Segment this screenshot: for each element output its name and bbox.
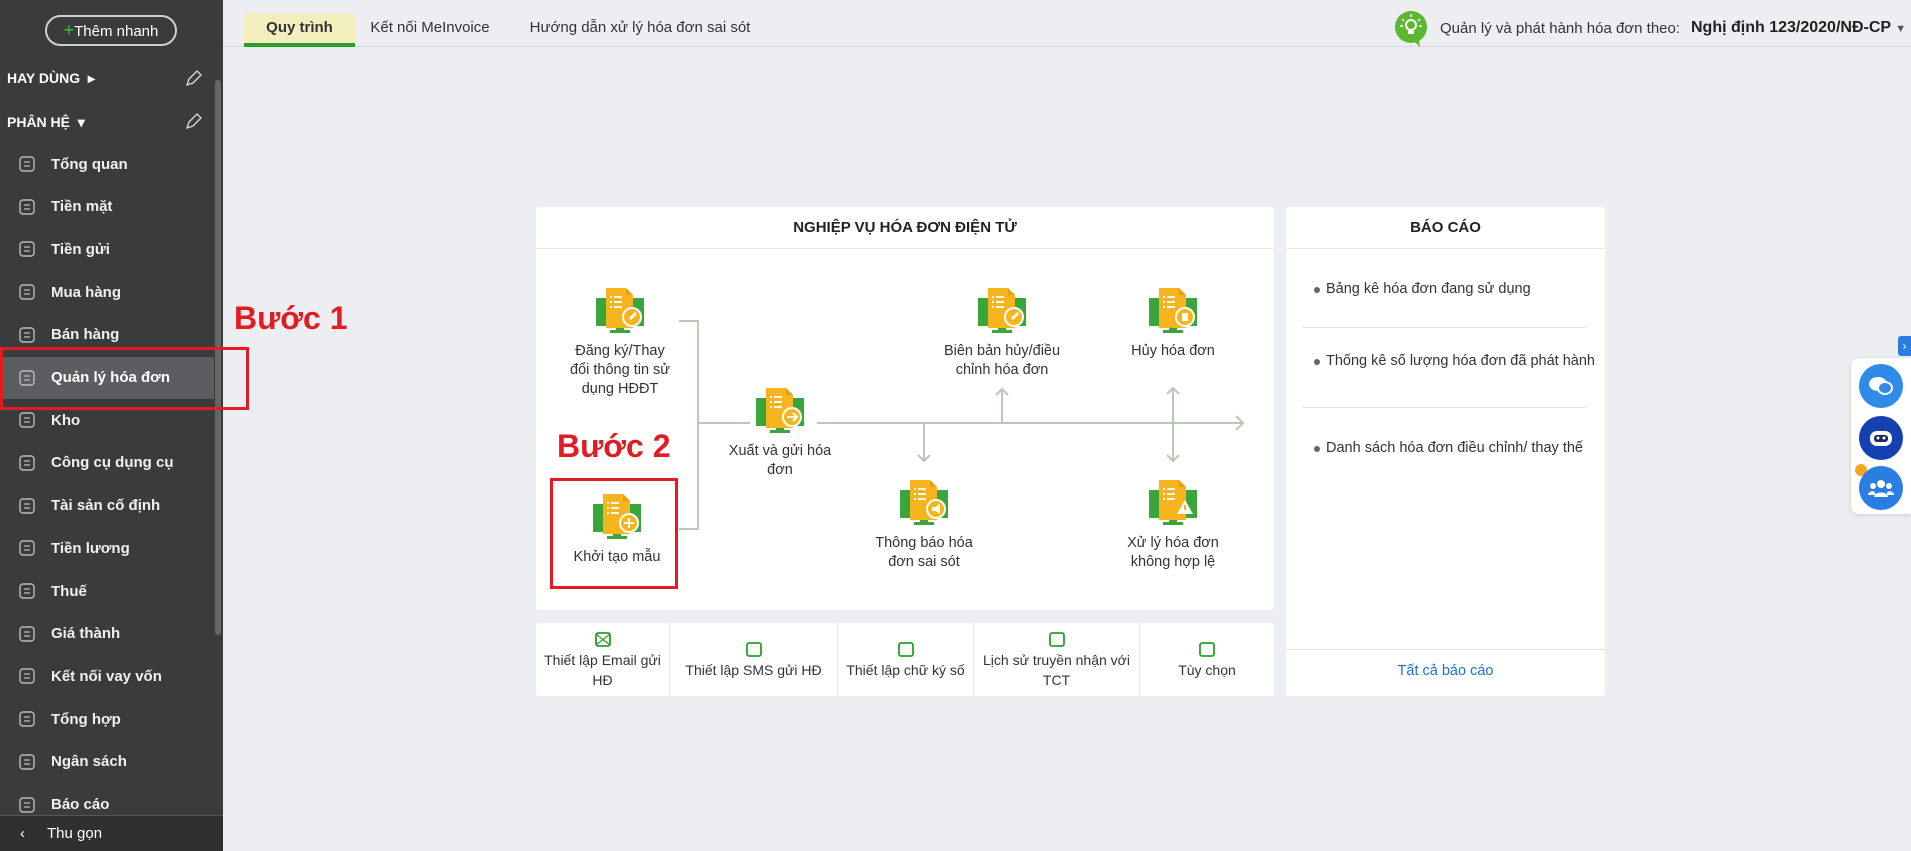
ledger-icon	[15, 707, 39, 731]
report-link[interactable]: Danh sách hóa đơn điều chỉnh/ thay thế	[1314, 438, 1616, 458]
workflow-node-notify[interactable]: Thông báo hóa đơn sai sót	[864, 478, 984, 572]
reports-card: BÁO CÁO Bảng kê hóa đơn đang sử dụng Thố…	[1286, 207, 1605, 696]
robot-icon	[1870, 431, 1892, 446]
sidebar-item-5[interactable]: Quản lý hóa đơn	[0, 356, 214, 399]
workflow-card: NGHIỆP VỤ HÓA ĐƠN ĐIỆN TỬ	[536, 207, 1274, 610]
workflow-node-template[interactable]: Khởi tạo mẫu	[562, 492, 672, 567]
sidebar-item-10[interactable]: Thuế	[0, 570, 214, 612]
sidebar-scrollbar[interactable]	[214, 75, 222, 810]
dropdown-arrow-icon: ▼	[1895, 23, 1907, 35]
shopping-bag-icon	[15, 280, 39, 304]
modules-section[interactable]: PHÂN HỆ ▾	[7, 114, 85, 130]
widget-toggle-button[interactable]: ›	[1898, 336, 1911, 356]
workflow-node-register[interactable]: Đăng ký/Thay đổi thông tin sử dụng HĐĐT	[565, 286, 675, 399]
gear-icon	[1199, 641, 1215, 657]
report-icon	[15, 793, 39, 817]
quick-add-button[interactable]: +Thêm nhanh	[45, 15, 177, 46]
car-icon	[15, 494, 39, 518]
toolbar-signature-button[interactable]: Thiết lập chữ ký số	[838, 623, 974, 696]
tab-quy-trinh[interactable]: Quy trình	[244, 13, 355, 47]
toolbar-sms-button[interactable]: Thiết lập SMS gửi HĐ	[670, 623, 838, 696]
minutes-invoice-icon	[978, 288, 1026, 333]
edit-modules-icon[interactable]	[184, 113, 202, 131]
workflow-node-minutes[interactable]: Biên bản hủy/điều chỉnh hóa đơn	[932, 286, 1072, 380]
signature-icon	[897, 641, 914, 657]
register-invoice-icon	[596, 288, 644, 333]
tools-icon	[15, 451, 39, 475]
chevron-left-icon: ‹	[20, 825, 25, 842]
collapse-button[interactable]: ‹Thu gọn	[0, 815, 223, 851]
notify-invoice-icon	[900, 480, 948, 525]
sidebar-item-14[interactable]: Ngân sách	[0, 741, 214, 783]
bank-icon	[15, 237, 39, 261]
top-bar	[223, 0, 1911, 47]
step1-highlight	[0, 347, 249, 410]
tab-huong-dan[interactable]: Hướng dẫn xử lý hóa đơn sai sót	[529, 19, 751, 36]
sidebar-item-8[interactable]: Tài sản cố định	[0, 485, 214, 527]
toolbar-mail-button[interactable]: Thiết lập Email gửi HĐ	[536, 623, 670, 696]
toolbar-history-button[interactable]: Lịch sử truyền nhận với TCT	[974, 623, 1140, 696]
workflow-node-issue[interactable]: Xuất và gửi hóa đơn	[715, 386, 845, 480]
mail-icon	[594, 631, 611, 647]
step2-highlight	[550, 478, 678, 589]
chatbot-button[interactable]	[1859, 416, 1903, 460]
history-icon	[1048, 631, 1065, 647]
chart-pie-icon	[15, 152, 39, 176]
salary-icon	[15, 536, 39, 560]
workflow-node-cancel[interactable]: Hủy hóa đơn	[1113, 286, 1233, 361]
sidebar-item-7[interactable]: Công cụ dụng cụ	[0, 442, 214, 484]
money-bag-icon	[15, 195, 39, 219]
favorites-section[interactable]: HAY DÙNG ▸	[7, 70, 95, 86]
warehouse-icon	[15, 408, 39, 432]
template-invoice-icon	[593, 494, 641, 539]
report-link[interactable]: Thống kê số lượng hóa đơn đã phát hành	[1314, 351, 1616, 371]
sidebar: +Thêm nhanh HAY DÙNG ▸ PHÂN HỆ ▾ Tổng qu…	[0, 0, 223, 851]
price-tag-icon	[15, 622, 39, 646]
step1-annotation: Bước 1	[234, 300, 348, 336]
tax-icon	[15, 579, 39, 603]
tab-ket-noi-meinvoice[interactable]: Kết nối MeInvoice	[370, 19, 490, 36]
sidebar-item-1[interactable]: Tiền mặt	[0, 186, 214, 228]
support-widget	[1851, 358, 1911, 514]
group-icon	[1868, 480, 1894, 497]
sidebar-item-13[interactable]: Tổng hợp	[0, 698, 214, 740]
toolbar-gear-button[interactable]: Tùy chọn	[1140, 623, 1274, 696]
chat-icon	[1869, 377, 1893, 395]
sidebar-item-15[interactable]: Báo cáo	[0, 784, 214, 826]
sidebar-item-3[interactable]: Mua hàng	[0, 271, 214, 313]
sidebar-item-0[interactable]: Tổng quan	[0, 143, 214, 185]
budget-icon	[15, 750, 39, 774]
invalid-invoice-icon	[1149, 480, 1197, 525]
sidebar-item-4[interactable]: Bán hàng	[0, 314, 214, 356]
sidebar-item-6[interactable]: Kho	[0, 399, 214, 441]
workflow-node-invalid[interactable]: Xử lý hóa đơn không hợp lệ	[1113, 478, 1233, 572]
lightbulb-icon	[1395, 11, 1427, 47]
edit-favorites-icon[interactable]	[184, 70, 202, 88]
report-link[interactable]: Bảng kê hóa đơn đang sử dụng	[1314, 279, 1616, 299]
invoice-icon	[15, 366, 39, 390]
sidebar-item-11[interactable]: Giá thành	[0, 613, 214, 655]
cart-icon	[15, 323, 39, 347]
loan-icon	[15, 664, 39, 688]
sidebar-item-12[interactable]: Kết nối vay vốn	[0, 655, 214, 697]
sidebar-item-9[interactable]: Tiền lương	[0, 527, 214, 569]
cancel-invoice-icon	[1149, 288, 1197, 333]
sms-icon	[745, 641, 762, 657]
regulation-label: Quản lý và phát hành hóa đơn theo:	[1440, 20, 1681, 37]
regulation-select[interactable]: Nghị định 123/2020/NĐ-CP ▼	[1691, 19, 1907, 36]
reports-title: BÁO CÁO	[1286, 207, 1605, 249]
chat-button[interactable]	[1859, 364, 1903, 408]
all-reports-link[interactable]: Tất cả báo cáo	[1397, 663, 1494, 679]
workflow-connectors	[679, 320, 1245, 530]
issue-invoice-icon	[756, 388, 804, 433]
step2-annotation: Bước 2	[557, 428, 671, 464]
workflow-title: NGHIỆP VỤ HÓA ĐƠN ĐIỆN TỬ	[536, 207, 1274, 249]
community-button[interactable]	[1859, 466, 1903, 510]
sidebar-item-2[interactable]: Tiền gửi	[0, 228, 214, 270]
